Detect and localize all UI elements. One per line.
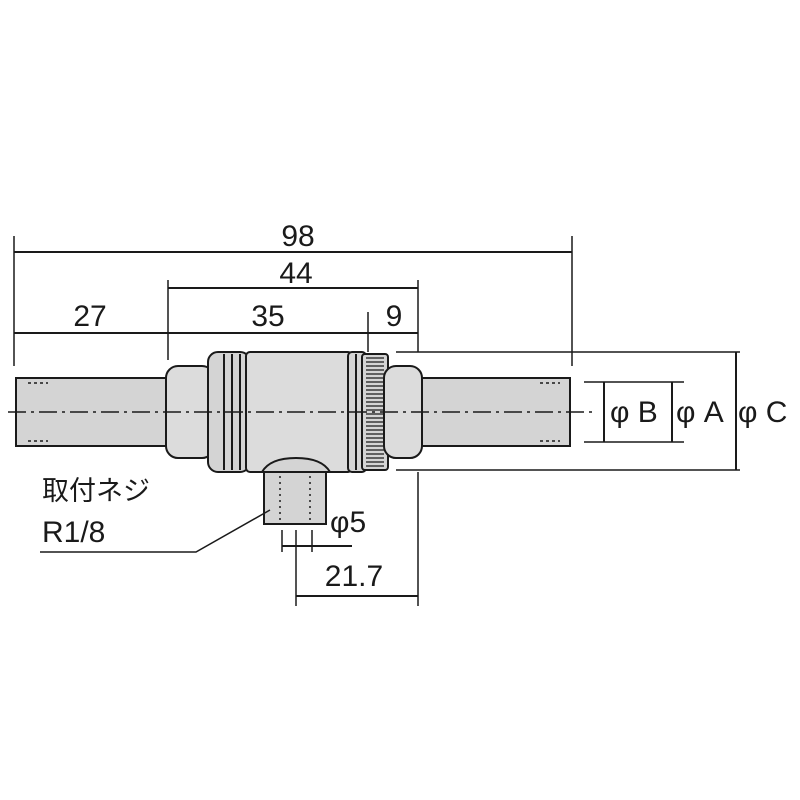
dim-port-offset: 21.7 (325, 560, 383, 593)
dim-knurl-width: 9 (386, 300, 403, 333)
dim-center: 35 (251, 300, 284, 333)
dim-overall: 98 (281, 220, 314, 253)
dim-body: 44 (279, 257, 312, 290)
port-boss (260, 456, 332, 525)
dim-diameter-c: φ C (738, 396, 787, 429)
callout-leader (40, 509, 271, 553)
callout-thread-label: 取付ネジ (42, 476, 150, 507)
dim-diameter-a: φ A (676, 396, 724, 429)
dim-diameter-b: φ B (610, 396, 658, 429)
dim-port-hole: φ5 (330, 506, 366, 539)
dimension-lines (14, 251, 737, 597)
knurl-pattern (366, 357, 384, 467)
dim-left-pipe: 27 (73, 300, 106, 333)
extension-lines (13, 236, 740, 606)
callout-thread-size: R1/8 (42, 516, 105, 549)
